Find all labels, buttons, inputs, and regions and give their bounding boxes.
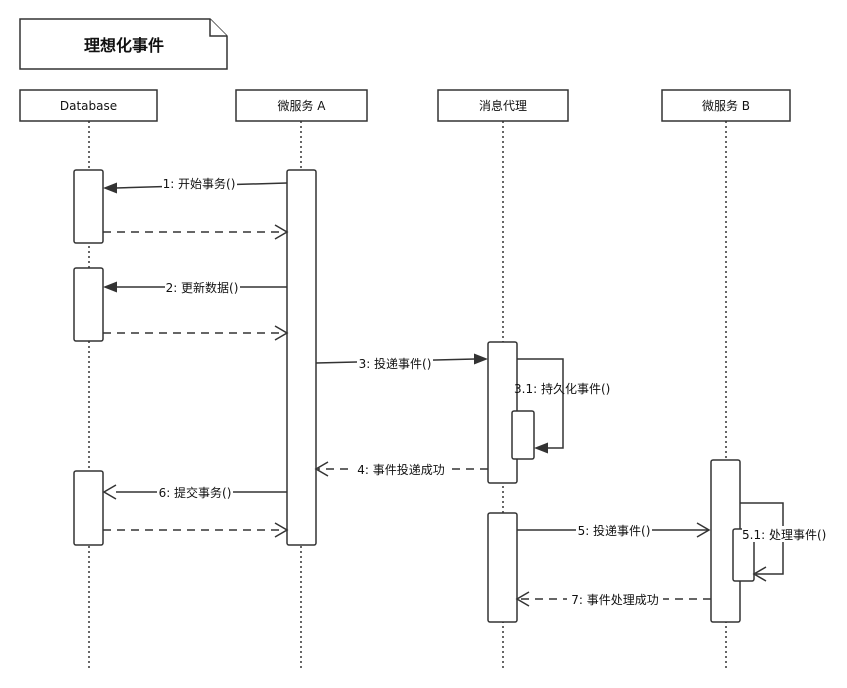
- message-label: 7: 事件处理成功: [571, 593, 659, 607]
- message-label: 4: 事件投递成功: [357, 462, 445, 477]
- message-label: 5.1: 处理事件(): [742, 528, 826, 542]
- message-3: 3: 投递事件(): [315, 353, 488, 372]
- message-4: 4: 事件投递成功: [314, 461, 488, 477]
- participant-message-broker: 消息代理: [437, 89, 569, 122]
- message-3-1: 3.1: 持久化事件(): [514, 358, 610, 454]
- return-1: [103, 224, 289, 240]
- return-2: [103, 325, 289, 341]
- activation-service-a: [286, 169, 317, 546]
- message-5-1: 5.1: 处理事件(): [740, 502, 828, 582]
- message-label: 3.1: 持久化事件(): [514, 381, 610, 396]
- message-label: 2: 更新数据(): [166, 280, 239, 295]
- message-1: 1: 开始事务(): [103, 175, 288, 194]
- activation-database-1: [73, 169, 104, 244]
- return-6: [103, 522, 289, 538]
- diagram-title: 理想化事件: [84, 36, 164, 55]
- activation-database-2: [73, 267, 104, 342]
- activation-database-3: [73, 470, 104, 546]
- message-7: 7: 事件处理成功: [515, 591, 711, 607]
- participant-label: 微服务 B: [702, 98, 750, 113]
- message-2: 2: 更新数据(): [103, 279, 287, 295]
- participant-label: Database: [60, 99, 117, 113]
- diagram-title-frame: 理想化事件: [19, 18, 228, 70]
- message-label: 1: 开始事务(): [163, 176, 236, 191]
- activation-message-broker-2: [487, 512, 518, 623]
- participant-database: Database: [19, 89, 158, 122]
- participant-service-b: 微服务 B: [661, 89, 791, 122]
- message-label: 3: 投递事件(): [359, 356, 432, 371]
- message-label: 6: 提交事务(): [159, 485, 232, 500]
- activation-message-broker-nested: [511, 410, 535, 460]
- message-5: 5: 投递事件(): [517, 522, 711, 538]
- message-label: 5: 投递事件(): [578, 523, 651, 538]
- participant-label: 微服务 A: [277, 98, 326, 113]
- participant-service-a: 微服务 A: [235, 89, 368, 122]
- participant-label: 消息代理: [479, 98, 527, 113]
- message-6: 6: 提交事务(): [102, 484, 287, 500]
